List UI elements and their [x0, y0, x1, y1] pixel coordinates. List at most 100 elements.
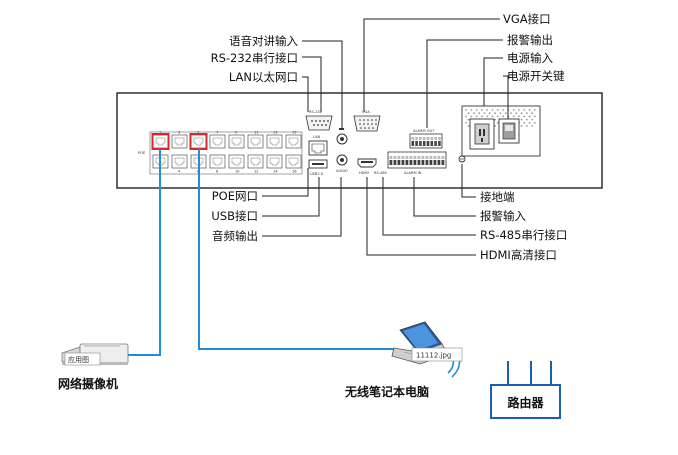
vent-hole: [534, 121, 536, 124]
label-alarm-in: 报警输入: [480, 209, 526, 223]
power-module: [461, 105, 541, 157]
vent-hole: [504, 112, 507, 115]
terminal-pin: [405, 160, 409, 165]
alarm-out-tag: ALARM OUT: [413, 129, 435, 133]
vent-hole: [494, 125, 496, 127]
terminal-pin: [401, 160, 405, 165]
terminal-pin: [437, 160, 441, 165]
label-power-switch: 电源开关键: [507, 69, 565, 83]
terminal-screw: [413, 156, 417, 159]
terminal-screw: [433, 156, 437, 159]
terminal-screw: [430, 137, 434, 140]
terminal-screw: [422, 137, 426, 140]
terminal-screw: [434, 137, 437, 140]
terminal-screw: [417, 156, 421, 159]
vga-connector: VGA: [353, 110, 381, 132]
vent-hole: [488, 112, 491, 115]
router: 路由器: [490, 361, 561, 419]
vent-hole: [502, 115, 504, 118]
vent-hole: [528, 115, 531, 118]
usb-tag: USB2.0: [310, 172, 324, 176]
terminal-screw: [438, 137, 441, 140]
terminal-pin: [433, 160, 437, 165]
rj45-port: [209, 134, 226, 149]
rj45-port: [247, 134, 264, 149]
terminal-pin: [425, 160, 429, 165]
vent-hole: [520, 125, 523, 127]
vent-hole: [512, 115, 515, 118]
vent-hole: [465, 109, 467, 111]
camera-tag: 应用图: [68, 355, 89, 364]
poe-port-number: 9: [235, 131, 238, 135]
poe-port-number: 7: [216, 131, 218, 135]
label-voice-intercom: 语音对讲输入: [229, 34, 298, 48]
label-lan: LAN以太网口: [229, 70, 298, 84]
vent-hole: [494, 118, 496, 121]
terminal-pin: [415, 141, 418, 146]
rj45-port: [152, 134, 169, 149]
vent-hole: [531, 112, 534, 115]
label-audio-out: 音频输出: [212, 229, 258, 243]
callout-labels: 语音对讲输入 RS-232串行接口 LAN以太网口 VGA接口 报警输出 电源输…: [211, 12, 568, 262]
vent-hole: [534, 109, 536, 111]
label-rs232: RS-232串行接口: [211, 51, 298, 65]
label-rs485: RS-485串行接口: [480, 228, 567, 242]
label-alarm-out: 报警输出: [507, 33, 553, 47]
terminal-pin: [409, 160, 413, 165]
vent-hole: [534, 115, 536, 118]
vent-hole: [520, 112, 523, 115]
terminal-screw: [411, 137, 415, 140]
label-power-in: 电源输入: [507, 51, 553, 65]
vent-hole: [467, 112, 470, 115]
rs485-tag: RS-485: [374, 171, 387, 175]
vent-hole: [494, 112, 496, 115]
poe-port-number: 16: [292, 170, 297, 174]
poe-port-number: 4: [178, 170, 181, 174]
terminal-pin: [389, 160, 393, 165]
vent-hole: [467, 125, 470, 127]
terminal-pin: [397, 160, 401, 165]
camera-label: 网络摄像机: [58, 376, 118, 391]
poe-port-number: 13: [273, 131, 278, 135]
rj45-port: [228, 154, 245, 169]
terminal-screw: [441, 156, 445, 159]
vent-hole: [470, 109, 473, 111]
poe-port-number: 5: [197, 131, 199, 135]
rj45-port: [266, 134, 283, 149]
label-hdmi: HDMI高清接口: [480, 248, 557, 262]
rj45-port: [171, 134, 188, 149]
vent-hole: [526, 118, 528, 121]
camera-tag-box: 应用图: [64, 352, 101, 366]
lan-tag: LAN: [313, 135, 321, 139]
usb-port: USB2.0: [308, 159, 328, 176]
poe-tag: POE: [138, 151, 146, 155]
alarm-terminals: ALARM OUT RS-485 ALARM IN: [374, 129, 447, 175]
vent-hole: [481, 109, 483, 111]
vent-hole: [512, 109, 515, 111]
vent-hole: [526, 112, 528, 115]
terminal-pin: [419, 141, 422, 146]
rs232-tag: RS-232: [309, 110, 322, 114]
terminal-screw: [429, 156, 433, 159]
vent-hole: [475, 115, 478, 118]
alarm-in-tag: ALARM IN: [404, 171, 422, 175]
terminal-screw: [437, 156, 441, 159]
terminal-pin: [393, 160, 397, 165]
poe-port-number: 3: [178, 131, 180, 135]
vent-hole: [496, 115, 499, 118]
terminal-screw: [397, 156, 401, 159]
cable-to-camera: [128, 149, 161, 356]
vent-hole: [486, 109, 489, 111]
vent-hole: [496, 109, 499, 111]
poe-port-number: 15: [292, 131, 297, 135]
terminal-pin: [417, 160, 421, 165]
terminal-screw: [393, 156, 397, 159]
terminal-pin: [421, 160, 425, 165]
poe-port-number: 10: [235, 170, 240, 174]
terminal-pin: [429, 160, 433, 165]
rj45-port: [228, 134, 245, 149]
vent-hole: [528, 109, 531, 111]
network-camera: 应用图: [61, 343, 129, 366]
terminal-pin: [411, 141, 415, 146]
